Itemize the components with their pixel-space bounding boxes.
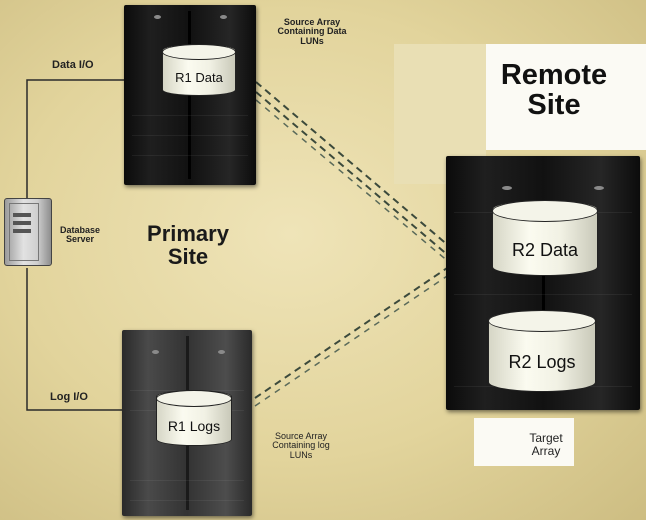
source-array-data-caption: Source Array Containing Data LUNs <box>277 17 347 46</box>
r1-logs-label: R1 Logs <box>167 418 221 434</box>
r2-data-disk: R2 Data <box>492 200 598 276</box>
log-io-label: Log I/O <box>50 391 88 403</box>
r1-logs-disk: R1 Logs <box>156 390 232 446</box>
data-io-label: Data I/O <box>52 59 94 71</box>
data-io-line <box>26 79 124 198</box>
database-server-label: Database Server <box>59 225 101 245</box>
target-array-caption: Target Array <box>529 431 563 458</box>
database-server-icon <box>4 198 52 266</box>
replication-link-logs-2 <box>254 269 457 407</box>
r2-logs-label: R2 Logs <box>508 352 576 372</box>
r2-logs-disk: R2 Logs <box>488 310 596 392</box>
r1-data-label: R1 Data <box>175 70 223 85</box>
replication-link-logs-1 <box>254 261 457 399</box>
r2-data-label: R2 Data <box>511 240 579 260</box>
replication-link-data-2 <box>255 91 457 263</box>
target-caption-background <box>474 418 574 466</box>
remote-site-title: Remote Site <box>500 59 608 122</box>
source-array-log-caption: Source Array Containing log LUNs <box>272 431 330 460</box>
r1-data-disk: R1 Data <box>162 44 236 96</box>
log-io-line <box>26 268 124 411</box>
replication-link-data-1 <box>255 81 457 253</box>
replication-link-data-3 <box>255 99 457 269</box>
remote-site-background <box>484 44 646 150</box>
primary-site-title: Primary Site <box>147 221 229 270</box>
